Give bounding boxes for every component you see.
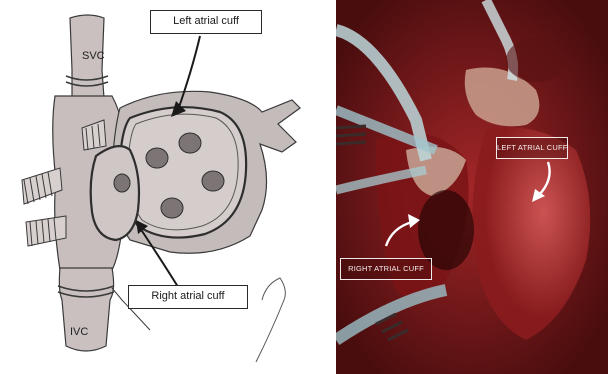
photo-left-atrial-cuff-label: LEFT ATRIAL CUFF (496, 137, 568, 159)
right-cuff-orifice (114, 174, 130, 192)
left-atrial-cuff-label: Left atrial cuff (150, 10, 262, 34)
pulmonary-vein-orifice (202, 171, 224, 191)
suture-needle-sketch (256, 278, 285, 362)
pulmonary-vein-orifice (161, 198, 183, 218)
surgical-photo (336, 0, 608, 374)
right-atrial-cuff-label: Right atrial cuff (128, 285, 248, 309)
pulmonary-vein-orifice (146, 148, 168, 168)
pulmonary-vein-orifice (179, 133, 201, 153)
right-atrial-cuff-rim (91, 146, 139, 240)
schematic-drawing-panel: SVC IVC Left atrial cuff Right atrial cu… (0, 0, 318, 374)
surgical-photo-panel: LEFT ATRIAL CUFF RIGHT ATRIAL CUFF (336, 0, 608, 374)
ivc-label: IVC (70, 326, 88, 338)
upper-cavity (506, 38, 566, 82)
atrial-cuff-schematic (0, 0, 318, 374)
ivc-vessel (59, 268, 113, 351)
svc-label: SVC (82, 50, 105, 62)
photo-right-atrial-cuff-label: RIGHT ATRIAL CUFF (340, 258, 432, 280)
